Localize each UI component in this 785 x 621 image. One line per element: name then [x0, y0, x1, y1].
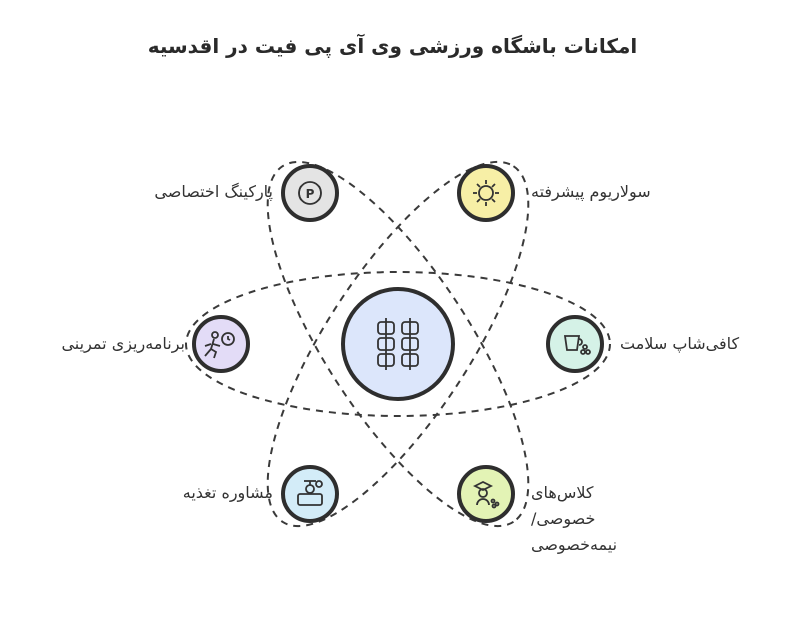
orbit-diagonal-b — [266, 160, 530, 528]
label-nutrition: مشاوره تغذیه — [182, 483, 273, 502]
node-classes[interactable] — [457, 465, 515, 523]
scale-icon — [297, 480, 323, 506]
node-solarium[interactable] — [457, 164, 515, 222]
sun-gear-icon — [473, 180, 499, 206]
trainer-icon — [472, 480, 500, 509]
label-program: برنامه‌ریزی تمرینی — [61, 334, 185, 353]
parking-icon: P — [298, 181, 322, 205]
node-cafe[interactable] — [546, 315, 604, 373]
gym-equipment-icon — [377, 318, 419, 370]
runner-timer-icon — [204, 331, 235, 359]
label-classes-line-1: کلاس‌های — [531, 483, 594, 502]
label-parking: پارکینگ اختصاصی — [154, 182, 273, 201]
label-classes-line-2: خصوصی/ — [531, 509, 596, 528]
svg-text:P: P — [306, 187, 315, 201]
label-solarium: سولاریوم پیشرفته — [531, 182, 651, 201]
label-cafe: کافی‌شاپ سلامت — [620, 334, 740, 353]
node-parking[interactable]: P — [281, 164, 339, 222]
node-program[interactable] — [192, 315, 250, 373]
label-classes: کلاس‌های خصوصی/ نیمه‌خصوصی — [531, 480, 617, 558]
orbit-horizontal — [185, 271, 611, 417]
node-nutrition[interactable] — [281, 465, 339, 523]
page-title: امکانات باشگاه ورزشی وی آی پی فیت در اقد… — [147, 34, 638, 58]
label-classes-line-3: نیمه‌خصوصی — [531, 535, 618, 554]
center-node — [341, 287, 455, 401]
coffee-cup-icon — [563, 335, 591, 355]
